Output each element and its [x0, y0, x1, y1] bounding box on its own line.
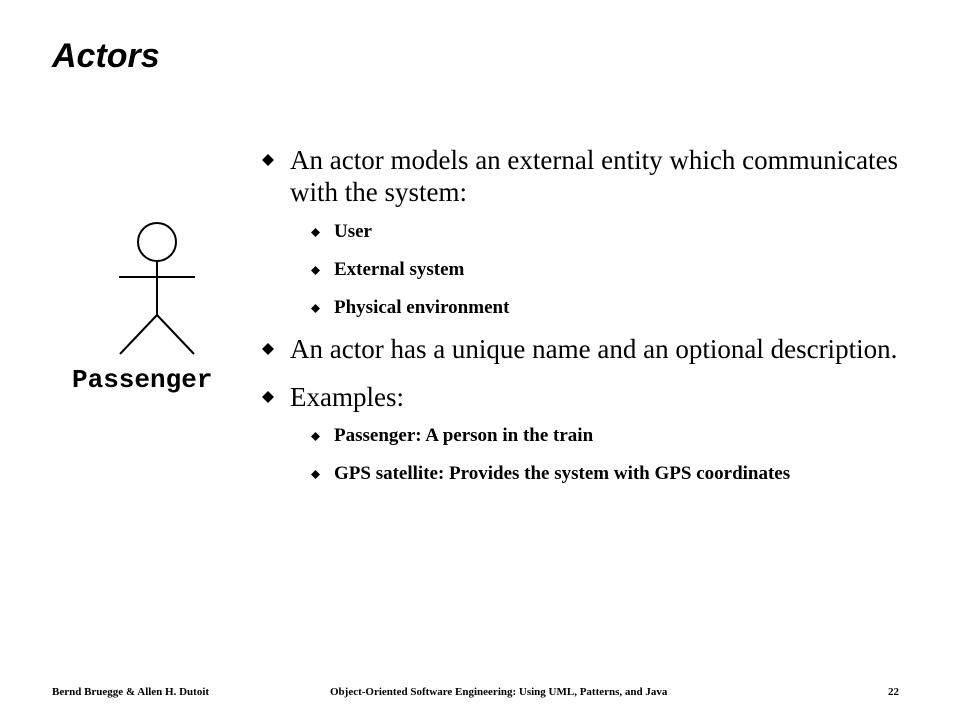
footer-page-number: 22: [888, 686, 899, 698]
bullet-text: Examples:: [290, 382, 404, 412]
diamond-bullet-icon: [262, 391, 274, 403]
sub-bullet-text: Passenger: A person in the train: [334, 425, 594, 446]
sub-bullet-item: GPS satellite: Provides the system with …: [262, 461, 922, 487]
stick-figure-actor-icon: [119, 222, 195, 355]
diamond-bullet-icon: [311, 266, 320, 275]
sub-bullet-text: Physical environment: [334, 297, 510, 318]
diamond-bullet-icon: [311, 304, 320, 313]
sub-bullet-text: External system: [334, 259, 465, 280]
sub-bullet-text: User: [334, 221, 372, 242]
sub-bullet-item: User: [262, 219, 922, 245]
actor-name-label: Passenger: [72, 365, 213, 395]
diamond-bullet-icon: [262, 154, 274, 166]
slide-title: Actors: [52, 37, 160, 75]
diamond-bullet-icon: [262, 343, 274, 355]
bullet-text: An actor models an external entity which…: [290, 145, 899, 207]
sub-bullet-text: GPS satellite: Provides the system with …: [334, 463, 791, 484]
bullet-item: An actor has a unique name and an option…: [262, 333, 922, 365]
sub-bullet-item: Passenger: A person in the train: [262, 423, 922, 449]
sub-bullet-item: Physical environment: [262, 295, 922, 321]
diamond-bullet-icon: [311, 228, 320, 237]
diamond-bullet-icon: [311, 432, 320, 441]
footer-book-title: Object-Oriented Software Engineering: Us…: [330, 686, 668, 698]
bullet-item: Examples:: [262, 381, 922, 413]
sub-bullet-item: External system: [262, 257, 922, 283]
bullet-item: An actor models an external entity which…: [262, 144, 922, 208]
diamond-bullet-icon: [311, 470, 320, 479]
footer-authors: Bernd Bruegge & Allen H. Dutoit: [52, 686, 210, 698]
bullet-list: An actor models an external entity which…: [262, 140, 922, 487]
bullet-text: An actor has a unique name and an option…: [290, 334, 898, 364]
